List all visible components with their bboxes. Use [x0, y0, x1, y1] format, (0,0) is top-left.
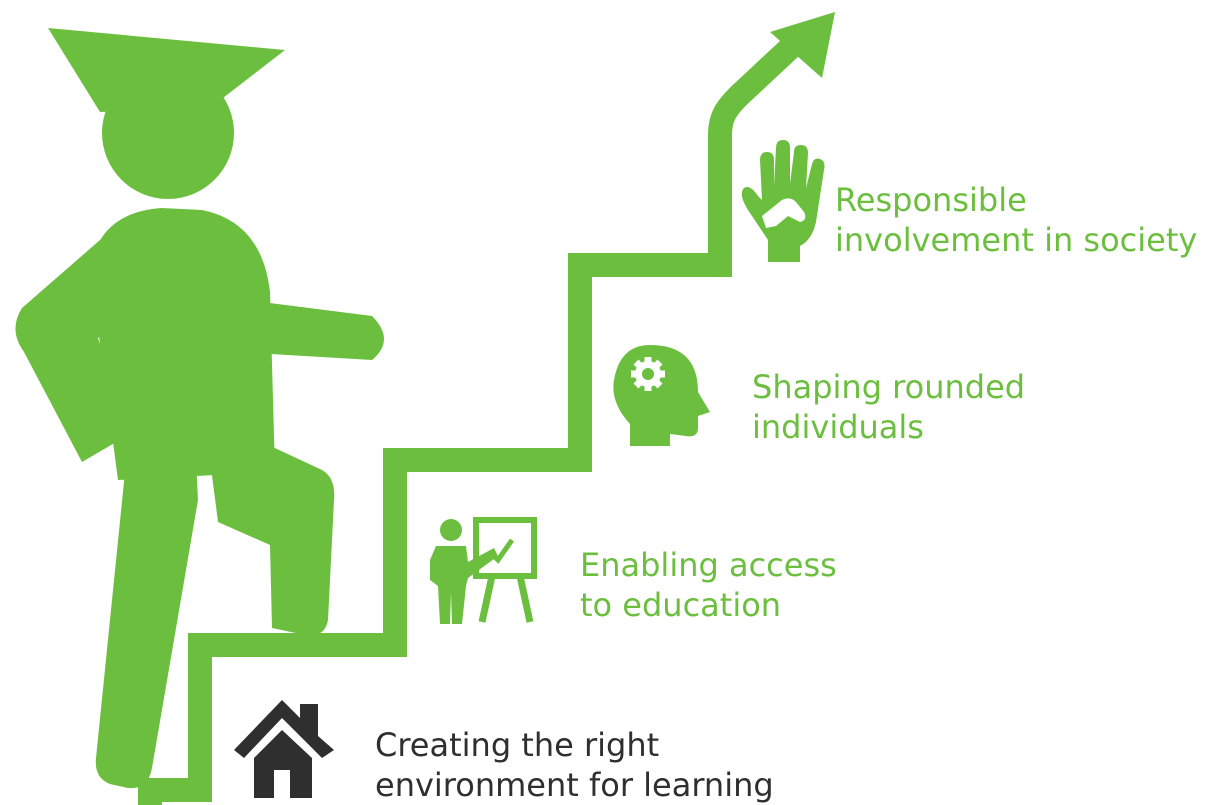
small-hand: [762, 198, 806, 228]
board-legs: [478, 575, 534, 623]
teacher-head: [440, 519, 462, 541]
teacher-body: [430, 546, 498, 624]
teacher-board-icon: [430, 517, 537, 624]
staircase-line: [138, 39, 799, 805]
step-label-line: Enabling access: [580, 546, 837, 584]
step-label-line: environment for learning: [375, 766, 774, 804]
graduate-climbing-icon: [15, 28, 384, 789]
arrow-head: [770, 12, 835, 78]
figure-leg-up: [210, 442, 335, 636]
step-label-line: involvement in society: [835, 221, 1198, 259]
gear-icon: [631, 357, 665, 391]
helping-hand-icon: [741, 140, 825, 262]
figure-leg-down: [95, 460, 198, 789]
step-label-shaping: Shaping rounded individuals: [752, 367, 1025, 447]
house-roof: [234, 700, 334, 758]
step-label-line: Responsible: [835, 181, 1027, 219]
figure-head: [102, 67, 234, 199]
step-label-line: individuals: [752, 408, 924, 446]
staircase-arrow-icon: [138, 12, 835, 805]
step-label-line: Creating the right: [375, 726, 660, 764]
figure-arm-back: [15, 240, 138, 462]
house-icon: [234, 700, 334, 798]
figure-arm-forward: [230, 298, 384, 360]
house-body: [254, 730, 312, 798]
head-silhouette: [613, 345, 710, 446]
head-gear-icon: [613, 345, 710, 446]
step-label-society: Responsible involvement in society: [835, 180, 1197, 260]
board-frame: [473, 517, 537, 579]
step-label-line: Shaping rounded: [752, 368, 1026, 406]
step-label-line: to education: [580, 586, 782, 624]
step-label-environment: Creating the right environment for learn…: [375, 725, 774, 805]
figure-torso: [90, 208, 275, 480]
step-label-access: Enabling access to education: [580, 545, 837, 625]
